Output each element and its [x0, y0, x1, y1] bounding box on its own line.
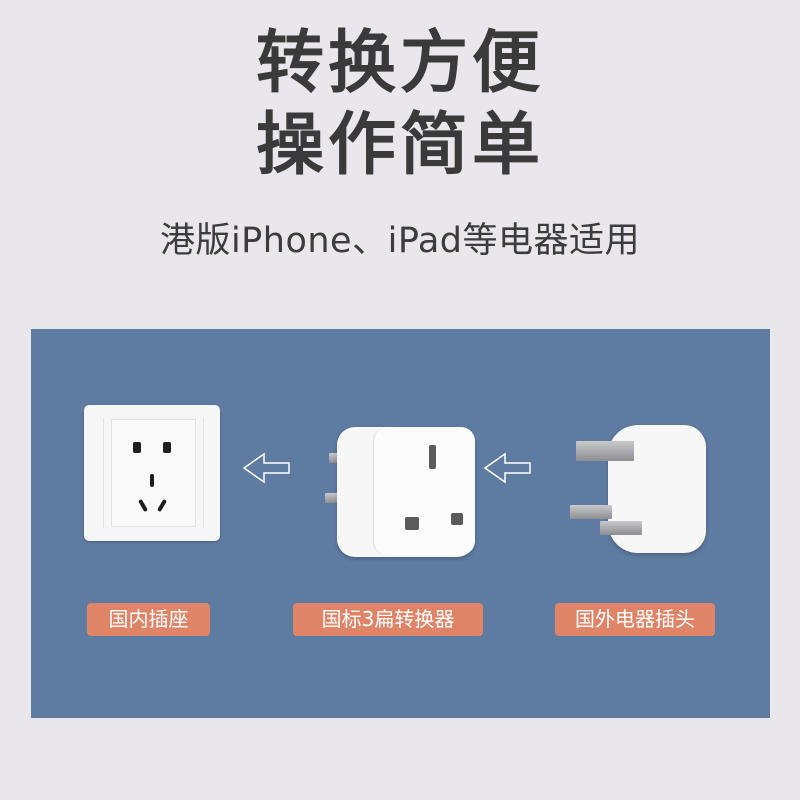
uk-charger-image	[560, 425, 710, 555]
subtitle: 港版iPhone、iPad等电器适用	[159, 221, 641, 261]
label-domestic-socket: 国内插座	[87, 603, 210, 636]
label-foreign-plug: 国外电器插头	[555, 603, 715, 636]
headline-line-2: 操作简单	[255, 106, 544, 185]
headline-line-1: 转换方便	[255, 24, 544, 103]
label-adapter: 国标3扁转换器	[293, 603, 483, 636]
uk-adapter-image	[325, 425, 475, 559]
arrow-left-icon	[484, 452, 531, 484]
wall-socket-image	[84, 405, 220, 541]
arrow-left-icon	[243, 452, 290, 484]
